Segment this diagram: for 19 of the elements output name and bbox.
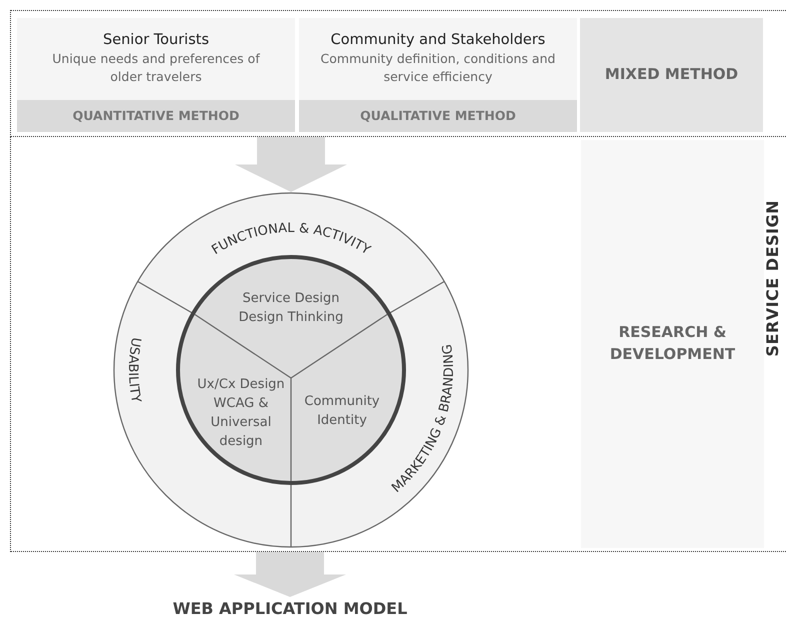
result-heading: WEB APPLICATION MODEL xyxy=(120,597,460,621)
group-heading: Community and Stakeholders xyxy=(330,31,546,50)
group-description: Community definition, conditions and service efficiency xyxy=(320,50,556,86)
side-label: SERVICE DESIGN xyxy=(763,200,782,357)
method-band: QUANTITATIVE METHOD xyxy=(17,100,295,132)
block-arrow xyxy=(235,137,347,192)
method-band: QUALITATIVE METHOD xyxy=(299,100,577,132)
segment-text: Community Identity xyxy=(299,392,385,432)
column-box: MIXED METHOD xyxy=(580,18,763,132)
block-arrow xyxy=(234,552,346,597)
group-heading: Senior Tourists xyxy=(102,31,210,50)
group-description: Unique needs and preferences of older travelers xyxy=(51,50,261,86)
method-panel xyxy=(10,10,786,137)
segment-text: Service Design Design Thinking xyxy=(226,287,356,331)
group-card xyxy=(17,18,295,100)
research-panel xyxy=(10,137,786,552)
column-box: RESEARCH & DEVELOPMENT xyxy=(581,140,764,548)
segment-text: Ux/Cx Design WCAG & Universal design xyxy=(194,374,288,454)
group-card xyxy=(299,18,577,100)
